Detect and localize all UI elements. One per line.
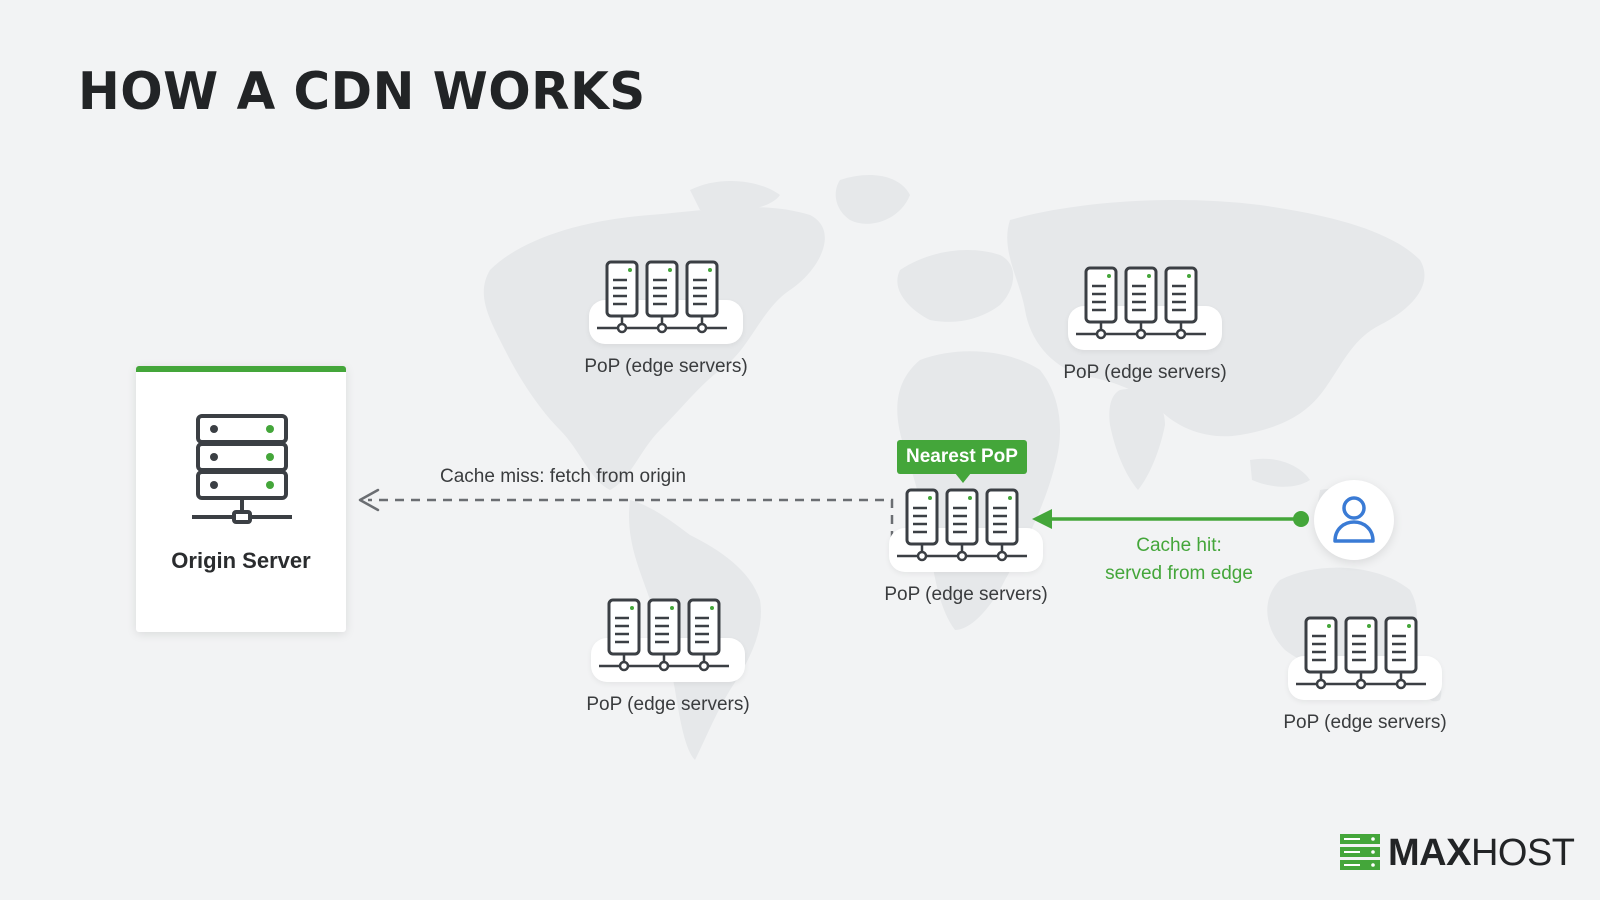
pop-label: PoP (edge servers) xyxy=(1063,362,1227,383)
cache-hit-arrowhead xyxy=(1032,509,1052,529)
cache-miss-arrow xyxy=(368,498,894,540)
cache-miss-arrowhead xyxy=(358,488,380,512)
pop-node-5: PoP (edge servers) xyxy=(1280,616,1450,746)
edge-servers-icon xyxy=(897,488,1027,562)
pop-node-nearest: PoP (edge servers) xyxy=(881,488,1051,618)
maxhost-logo: MAXHOST xyxy=(1340,830,1580,876)
logo-wordmark: MAXHOST xyxy=(1388,830,1575,876)
edge-servers-icon xyxy=(597,260,727,334)
pop-node-2: PoP (edge servers) xyxy=(1060,266,1230,396)
cache-miss-label: Cache miss: fetch from origin xyxy=(440,466,687,487)
cache-hit-line-2: served from edge xyxy=(1105,563,1253,584)
server-stack-icon xyxy=(192,414,292,524)
logo-server-icon xyxy=(1340,834,1380,870)
cache-hit-line-1: Cache hit: xyxy=(1136,535,1222,556)
edge-servers-icon xyxy=(1076,266,1206,340)
edge-servers-icon xyxy=(1296,616,1426,690)
pop-label: PoP (edge servers) xyxy=(586,694,750,715)
pop-node-1: PoP (edge servers) xyxy=(581,260,751,390)
user-avatar xyxy=(1314,480,1394,560)
user-icon xyxy=(1333,496,1375,543)
logo-text-regular: HOST xyxy=(1470,832,1575,874)
pop-label: PoP (edge servers) xyxy=(1283,712,1447,733)
page-title: HOW A CDN WORKS xyxy=(78,62,646,122)
pop-node-4: PoP (edge servers) xyxy=(583,598,753,728)
nearest-pop-badge: Nearest PoP xyxy=(897,440,1027,483)
logo-text-bold: MAX xyxy=(1388,832,1471,874)
origin-server-label: Origin Server xyxy=(171,548,311,573)
pop-label: PoP (edge servers) xyxy=(884,584,1048,605)
cache-hit-origin-dot xyxy=(1293,511,1309,527)
edge-servers-icon xyxy=(599,598,729,672)
cache-hit-label: Cache hit: served from edge xyxy=(1074,532,1284,588)
pop-label: PoP (edge servers) xyxy=(584,356,748,377)
origin-server-card: Origin Server xyxy=(136,366,346,632)
